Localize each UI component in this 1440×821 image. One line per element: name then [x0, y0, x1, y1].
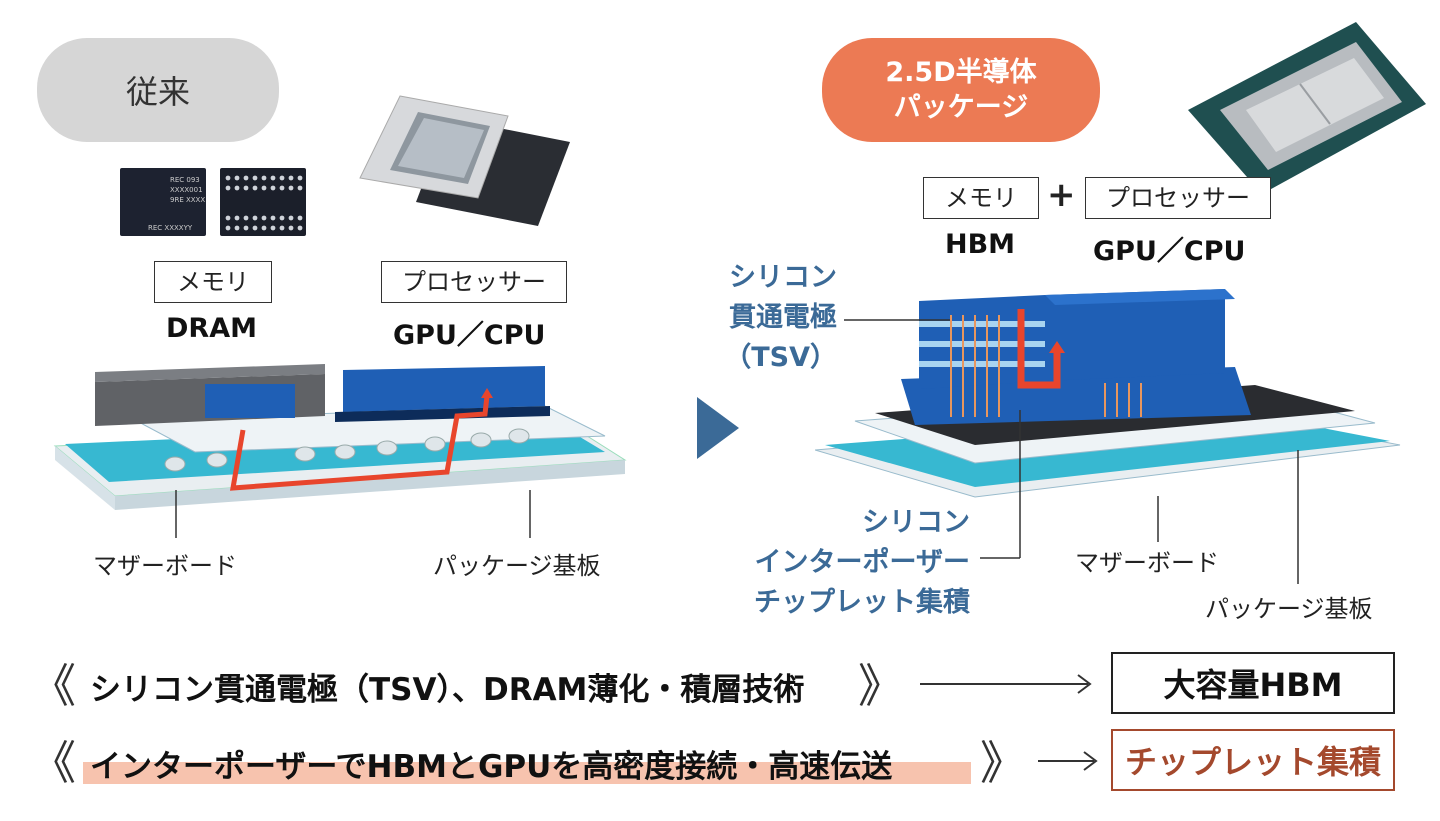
tsv-label-line-1: シリコン — [729, 262, 837, 293]
interposer-label-line-2: インターポーザー — [754, 547, 970, 578]
row2-result-box: チップレット集積 — [1111, 729, 1395, 791]
row1-arrow-icon — [920, 674, 1092, 694]
2-5d-package-illustration — [815, 289, 1401, 498]
chip-text-1: REC 093 — [170, 176, 200, 184]
left-package-substrate-label: パッケージ基板 — [433, 552, 601, 580]
conventional-pill: 従来 — [37, 38, 279, 142]
row1-technology-text: シリコン貫通電極（TSV）、DRAM薄化・積層技術 — [90, 672, 805, 708]
dram-chip-photo: REC 093 XXXX001 9RE XXXX REC XXXXYY — [120, 168, 306, 236]
left-motherboard-label: マザーボード — [93, 552, 237, 580]
right-leader-lines — [844, 319, 1299, 584]
interposer-label-line-3: チップレット集積 — [754, 587, 970, 618]
pill-line-1: 2.5D半導体 — [885, 57, 1037, 88]
right-package-substrate-label: パッケージ基板 — [1205, 595, 1373, 623]
right-hbm-label: HBM — [945, 229, 1016, 260]
row2-highlight-bar — [83, 762, 971, 784]
tsv-label-line-3: （TSV） — [724, 342, 837, 373]
chip-text-4: REC XXXXYY — [148, 224, 193, 232]
left-gpu-cpu-label: GPU／CPU — [393, 320, 546, 351]
pill-line-2: パッケージ — [893, 92, 1029, 123]
right-motherboard-label: マザーボード — [1075, 549, 1219, 577]
2-5d-package-photo — [1188, 22, 1426, 194]
2-5d-package-pill: 2.5D半導体パッケージ — [822, 38, 1100, 142]
left-leader-lines — [175, 490, 531, 538]
gpu-package-photo — [359, 95, 570, 226]
left-processor-box: プロセッサー — [381, 261, 567, 303]
right-processor-box: プロセッサー — [1085, 177, 1271, 219]
chip-text-2: XXXX001 — [170, 186, 203, 194]
right-gpu-cpu-label: GPU／CPU — [1093, 236, 1246, 267]
row2-open-bracket: 《 — [30, 736, 76, 790]
right-memory-box: メモリ — [923, 177, 1039, 219]
interposer-label-line-1: シリコン — [862, 507, 970, 538]
chip-text-3: 9RE XXXX — [170, 196, 205, 204]
left-memory-box: メモリ — [154, 261, 272, 303]
row2-close-bracket: 》 — [980, 736, 1026, 790]
plus-icon: + — [1047, 175, 1076, 215]
left-dram-label: DRAM — [166, 313, 257, 344]
conventional-package-illustration — [53, 364, 627, 510]
row2-technology-text: インターポーザーでHBMとGPUを高密度接続・高速伝送 — [90, 749, 893, 785]
row1-open-bracket: 《 — [30, 659, 76, 713]
transition-arrow-icon — [697, 397, 739, 459]
row2-arrow-icon — [1038, 751, 1098, 771]
row1-close-bracket: 》 — [858, 659, 904, 713]
row1-result-box: 大容量HBM — [1111, 652, 1395, 714]
tsv-label-line-2: 貫通電極 — [729, 302, 837, 333]
